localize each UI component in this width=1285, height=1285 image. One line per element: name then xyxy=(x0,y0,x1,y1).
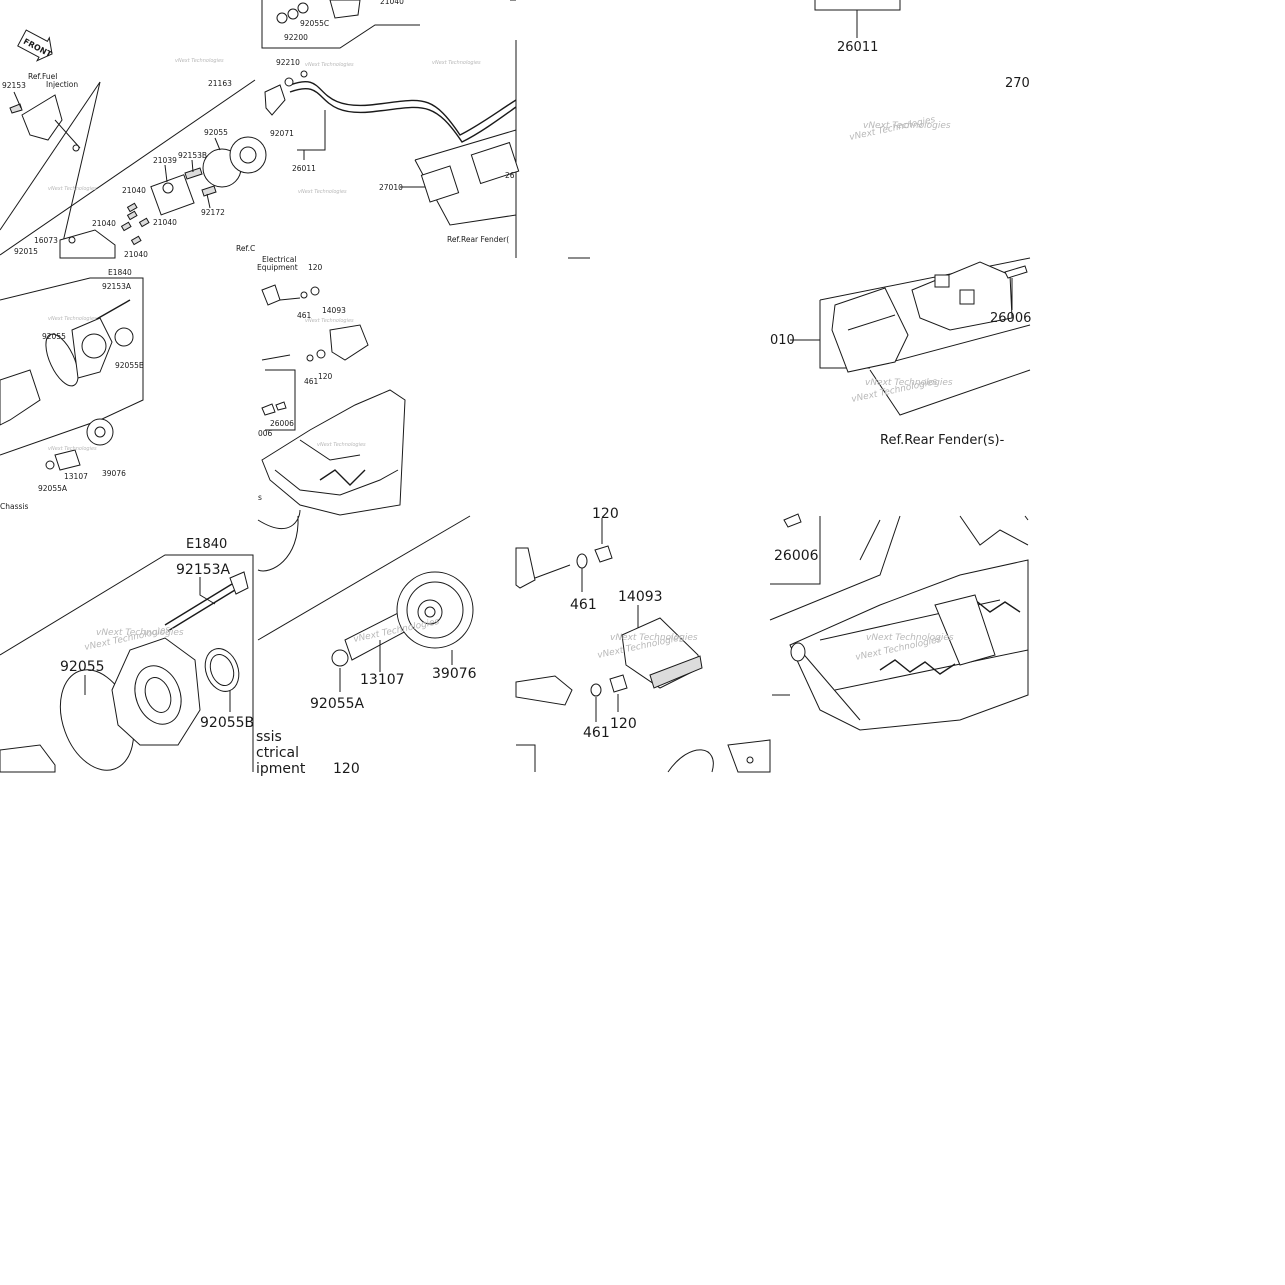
watermark: vNext Technologies xyxy=(298,189,347,195)
watermark: vNext Technologies xyxy=(48,316,97,322)
front-arrow-icon: FRONT xyxy=(17,29,54,62)
part-label: 461 xyxy=(570,597,597,613)
part-label: 92055A xyxy=(310,696,365,712)
watermark: vNext Technologies xyxy=(863,121,951,131)
part-label: 92055 xyxy=(204,128,228,137)
part-label: 21039 xyxy=(153,156,177,165)
part-label: 006 xyxy=(258,429,273,438)
watermark: vNext Technologies xyxy=(432,60,481,66)
part-label: 26011 xyxy=(837,40,878,55)
watermark: vNext Technologies xyxy=(610,633,698,643)
part-label: s xyxy=(258,493,262,502)
part-label: 92071 xyxy=(270,129,294,138)
tile-8-bracket-detail: 120 461 14093 461 120 vNext Technologies… xyxy=(515,506,771,773)
part-label: 21040 xyxy=(124,250,148,259)
part-label: ipment xyxy=(256,761,306,777)
part-label: 21040 xyxy=(153,218,177,227)
tile-5-chassis-small: Ref.C Electrical Equipment 120 461 14093… xyxy=(236,244,406,530)
part-label: 21040 xyxy=(92,219,116,228)
part-label: 120 xyxy=(318,372,333,381)
watermark: vNext Technologies xyxy=(48,186,97,192)
tile-7-starter-motor-detail: E1840 92153A 92055 92055B ssis ctrical i… xyxy=(0,515,477,777)
part-label: 92055C xyxy=(300,19,329,28)
part-label: ctrical xyxy=(256,745,299,761)
part-label: 92055B xyxy=(200,715,254,731)
part-label: 010 xyxy=(770,333,795,348)
watermark: vNext Technologies xyxy=(305,62,354,68)
part-label: Chassis xyxy=(0,502,28,511)
part-label: 13107 xyxy=(64,472,88,481)
tile-6-relay-detail: 010 26006 Ref.Rear Fender(s)- vNext Tech… xyxy=(770,257,1031,448)
part-label: 120 xyxy=(592,506,619,522)
part-label: 21040 xyxy=(122,186,146,195)
part-label: Equipment xyxy=(257,263,298,272)
part-label: 26006 xyxy=(270,419,294,428)
part-label: E1840 xyxy=(186,537,227,552)
part-label: 120 xyxy=(308,263,323,272)
watermark: vNext Technologies xyxy=(317,442,366,448)
part-label: 27010 xyxy=(379,183,403,192)
part-label: 461 xyxy=(583,725,610,741)
part-label: 92055 xyxy=(60,659,105,675)
tile-2-wiring-overview: 21040 92200 92055C 92210 92071 26011 270… xyxy=(261,0,520,258)
part-label: 92153B xyxy=(178,151,207,160)
part-label: 39076 xyxy=(432,666,477,682)
part-label: 92153A xyxy=(176,562,231,578)
part-label: 92153A xyxy=(102,282,132,291)
part-label: 92055A xyxy=(38,484,68,493)
part-label: 21163 xyxy=(208,79,232,88)
tile-3-relay-label: 26011 270 vNext Technologies vNext Techn… xyxy=(814,0,1030,143)
part-label: 13107 xyxy=(360,672,405,688)
watermark: vNext Technologies xyxy=(175,58,224,64)
part-label: 16073 xyxy=(34,236,58,245)
part-label: Ref.Rear Fender( xyxy=(447,235,509,244)
watermark: vNext Technologies xyxy=(305,318,354,324)
part-label: ssis xyxy=(256,729,282,745)
part-label: 92200 xyxy=(284,33,308,42)
part-label: Electrical xyxy=(262,255,296,264)
part-label: 461 xyxy=(304,377,319,386)
part-label: 26006 xyxy=(774,548,819,564)
part-label: Ref.Fuel xyxy=(28,72,57,81)
tile-1-starter-overview: FRONT 92153 xyxy=(0,29,267,259)
part-label: E1840 xyxy=(108,268,132,277)
watermark: vNext Technologies xyxy=(866,633,954,643)
part-label: 14093 xyxy=(322,306,346,315)
part-label: 92172 xyxy=(201,208,225,217)
part-label: 21040 xyxy=(380,0,404,6)
part-label: 92055 xyxy=(42,332,66,341)
part-label: Ref.Rear Fender(s)- xyxy=(880,433,1005,448)
part-label: 26 xyxy=(505,171,515,180)
part-label: 120 xyxy=(333,761,360,777)
part-label: 461 xyxy=(297,311,312,320)
part-label: 92055B xyxy=(115,361,144,370)
watermark: vNext Technologies xyxy=(865,378,953,388)
watermark: vNext Technologies xyxy=(96,628,184,638)
part-label: 26011 xyxy=(292,164,316,173)
part-label: Ref.C xyxy=(236,244,255,253)
tile-9-chassis-detail: 26006 vNext Technologies vNext Technolog… xyxy=(769,513,1029,731)
part-label: 92015 xyxy=(14,247,38,256)
part-label: 92210 xyxy=(276,58,300,67)
part-label: 120 xyxy=(610,716,637,732)
part-label: Injection xyxy=(46,80,78,89)
tile-4-starter-motor-small: E1840 92153A 92055 92055B 13107 39076 92… xyxy=(0,268,144,511)
watermark: vNext Technologies xyxy=(48,446,97,452)
part-label: 270 xyxy=(1005,76,1030,91)
part-label: 14093 xyxy=(618,589,663,605)
part-label: 92153 xyxy=(2,81,26,90)
part-label: 39076 xyxy=(102,469,126,478)
part-label: 26006 xyxy=(990,311,1031,326)
